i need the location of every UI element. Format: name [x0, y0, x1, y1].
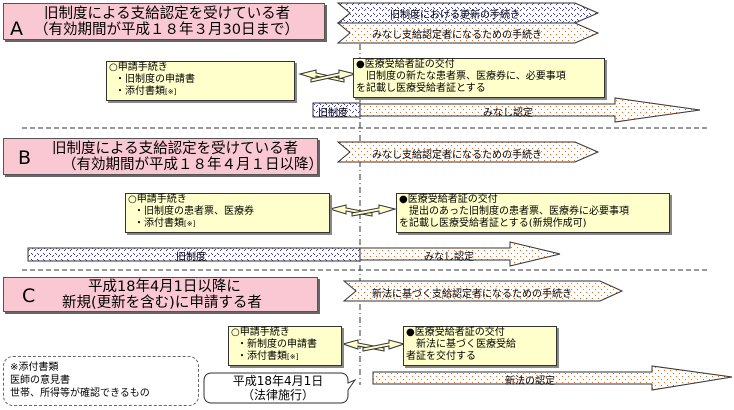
deemed-arrow-label: みなし認定: [424, 252, 474, 263]
note-line: 世帯、所得等が確認できるもの: [10, 388, 150, 399]
connector-arrow: [362, 339, 406, 352]
deemed-arrow-label: みなし認定: [483, 108, 533, 119]
new-law-arrow-label: 新法の認定: [505, 376, 555, 387]
banner-deemed: みなし支給認定者になるための手続き: [372, 150, 542, 161]
issue-box-b: ●医療受給者証の交付 提出のあった旧制度の患者票、医療券に必要事項 を記載し医療…: [396, 193, 670, 233]
banner-new-law: 新法に基づく支給認定者になるための手続き: [372, 289, 572, 300]
apply-heading: ○申請手続き: [128, 194, 187, 205]
apply-item: ・新制度の申請書: [237, 339, 317, 350]
date-callout-line1: 平成18年4月1日: [232, 374, 324, 388]
section-c-header: C 平成18年4月1日以降に 新規(更新を含む)に申請する者: [3, 277, 318, 312]
apply-box-c: ○申請手続き ・新制度の申請書 ・添付書類[※]: [228, 326, 342, 366]
new-law-arrow: [372, 365, 733, 391]
section-letter: B: [18, 147, 32, 169]
issue-line: 提出のあった旧制度の患者票、医療券に必要事項: [399, 206, 629, 217]
apply-heading: ○申請手続き: [231, 327, 290, 338]
old-system-label: 旧制度: [176, 252, 206, 263]
banner-shape: [336, 22, 600, 44]
date-callout-shape: [203, 372, 357, 404]
apply-item: ・添付書類[※]: [237, 351, 299, 362]
attachment-note: ※添付書類 医師の意見書 世帯、所得等が確認できるもの: [3, 356, 199, 406]
connector-arrow: [310, 69, 357, 83]
note-title: ※添付書類: [10, 362, 59, 373]
section-title-line2: 新規(更新を含む)に申請する者: [62, 295, 262, 311]
apply-box-a: ○申請手続き ・旧制度の申請書 ・添付書類[※]: [106, 61, 295, 101]
banner-renewal: 旧制度における更新の手続き: [390, 10, 520, 21]
apply-item: ・旧制度の患者票、医療券: [134, 206, 254, 217]
section-title-line1: 旧制度による支給認定を受けている者: [52, 141, 299, 157]
issue-heading: ●医療受給者証の交付: [356, 59, 455, 70]
section-title-line1: 旧制度による支給認定を受けている者: [44, 6, 291, 22]
section-a-header: A 旧制度による支給認定を受けている者 （有効期間が平成１８年３月30日まで）: [3, 3, 325, 40]
deemed-arrow: [359, 241, 561, 267]
issue-line: を記載し医療受給者証とする: [356, 83, 486, 94]
connector-arrow: [351, 204, 397, 217]
apply-heading: ○申請手続き: [109, 62, 168, 73]
section-letter: C: [22, 285, 36, 307]
old-system-label: 旧制度: [318, 108, 348, 119]
banner-deemed: みなし支給認定者になるための手続き: [372, 30, 542, 41]
apply-box-b: ○申請手続き ・旧制度の患者票、医療券 ・添付書類[※]: [125, 193, 330, 233]
issue-line: 新法に基づく医療受給: [406, 339, 516, 350]
apply-item: ・添付書類[※]: [134, 218, 196, 229]
banner-shape: [342, 280, 624, 302]
deemed-arrow: [359, 97, 701, 123]
section-title-line2: （有効期間が平成１８年４月１日以降）: [62, 157, 323, 173]
note-line: 医師の意見書: [10, 375, 70, 386]
issue-heading: ●医療受給者証の交付: [399, 194, 498, 205]
apply-item: ・添付書類[※]: [115, 86, 177, 97]
issue-box-a: ●医療受給者証の交付 旧制度の新たな患者票、医療券に、必要事項 を記載し医療受給…: [353, 58, 605, 98]
issue-heading: ●医療受給者証の交付: [406, 327, 505, 338]
banner-shape: [336, 141, 600, 163]
issue-line: 者証を交付する: [406, 351, 476, 362]
date-callout-line2: （法律施行）: [241, 388, 314, 402]
date-callout: 平成18年4月1日 （法律施行）: [208, 374, 348, 402]
section-letter: A: [10, 18, 23, 40]
section-b-header: B 旧制度による支給認定を受けている者 （有効期間が平成１８年４月１日以降）: [3, 138, 323, 175]
issue-line: を記載し医療受給者証とする(新規作成可): [399, 218, 587, 229]
apply-item: ・旧制度の申請書: [115, 74, 195, 85]
section-title-line2: （有効期間が平成１８年３月30日まで）: [34, 22, 299, 38]
section-title-line1: 平成18年4月1日以降に: [88, 279, 241, 295]
issue-box-c: ●医療受給者証の交付 新法に基づく医療受給 者証を交付する: [403, 326, 557, 366]
issue-line: 旧制度の新たな患者票、医療券に、必要事項: [356, 71, 566, 82]
